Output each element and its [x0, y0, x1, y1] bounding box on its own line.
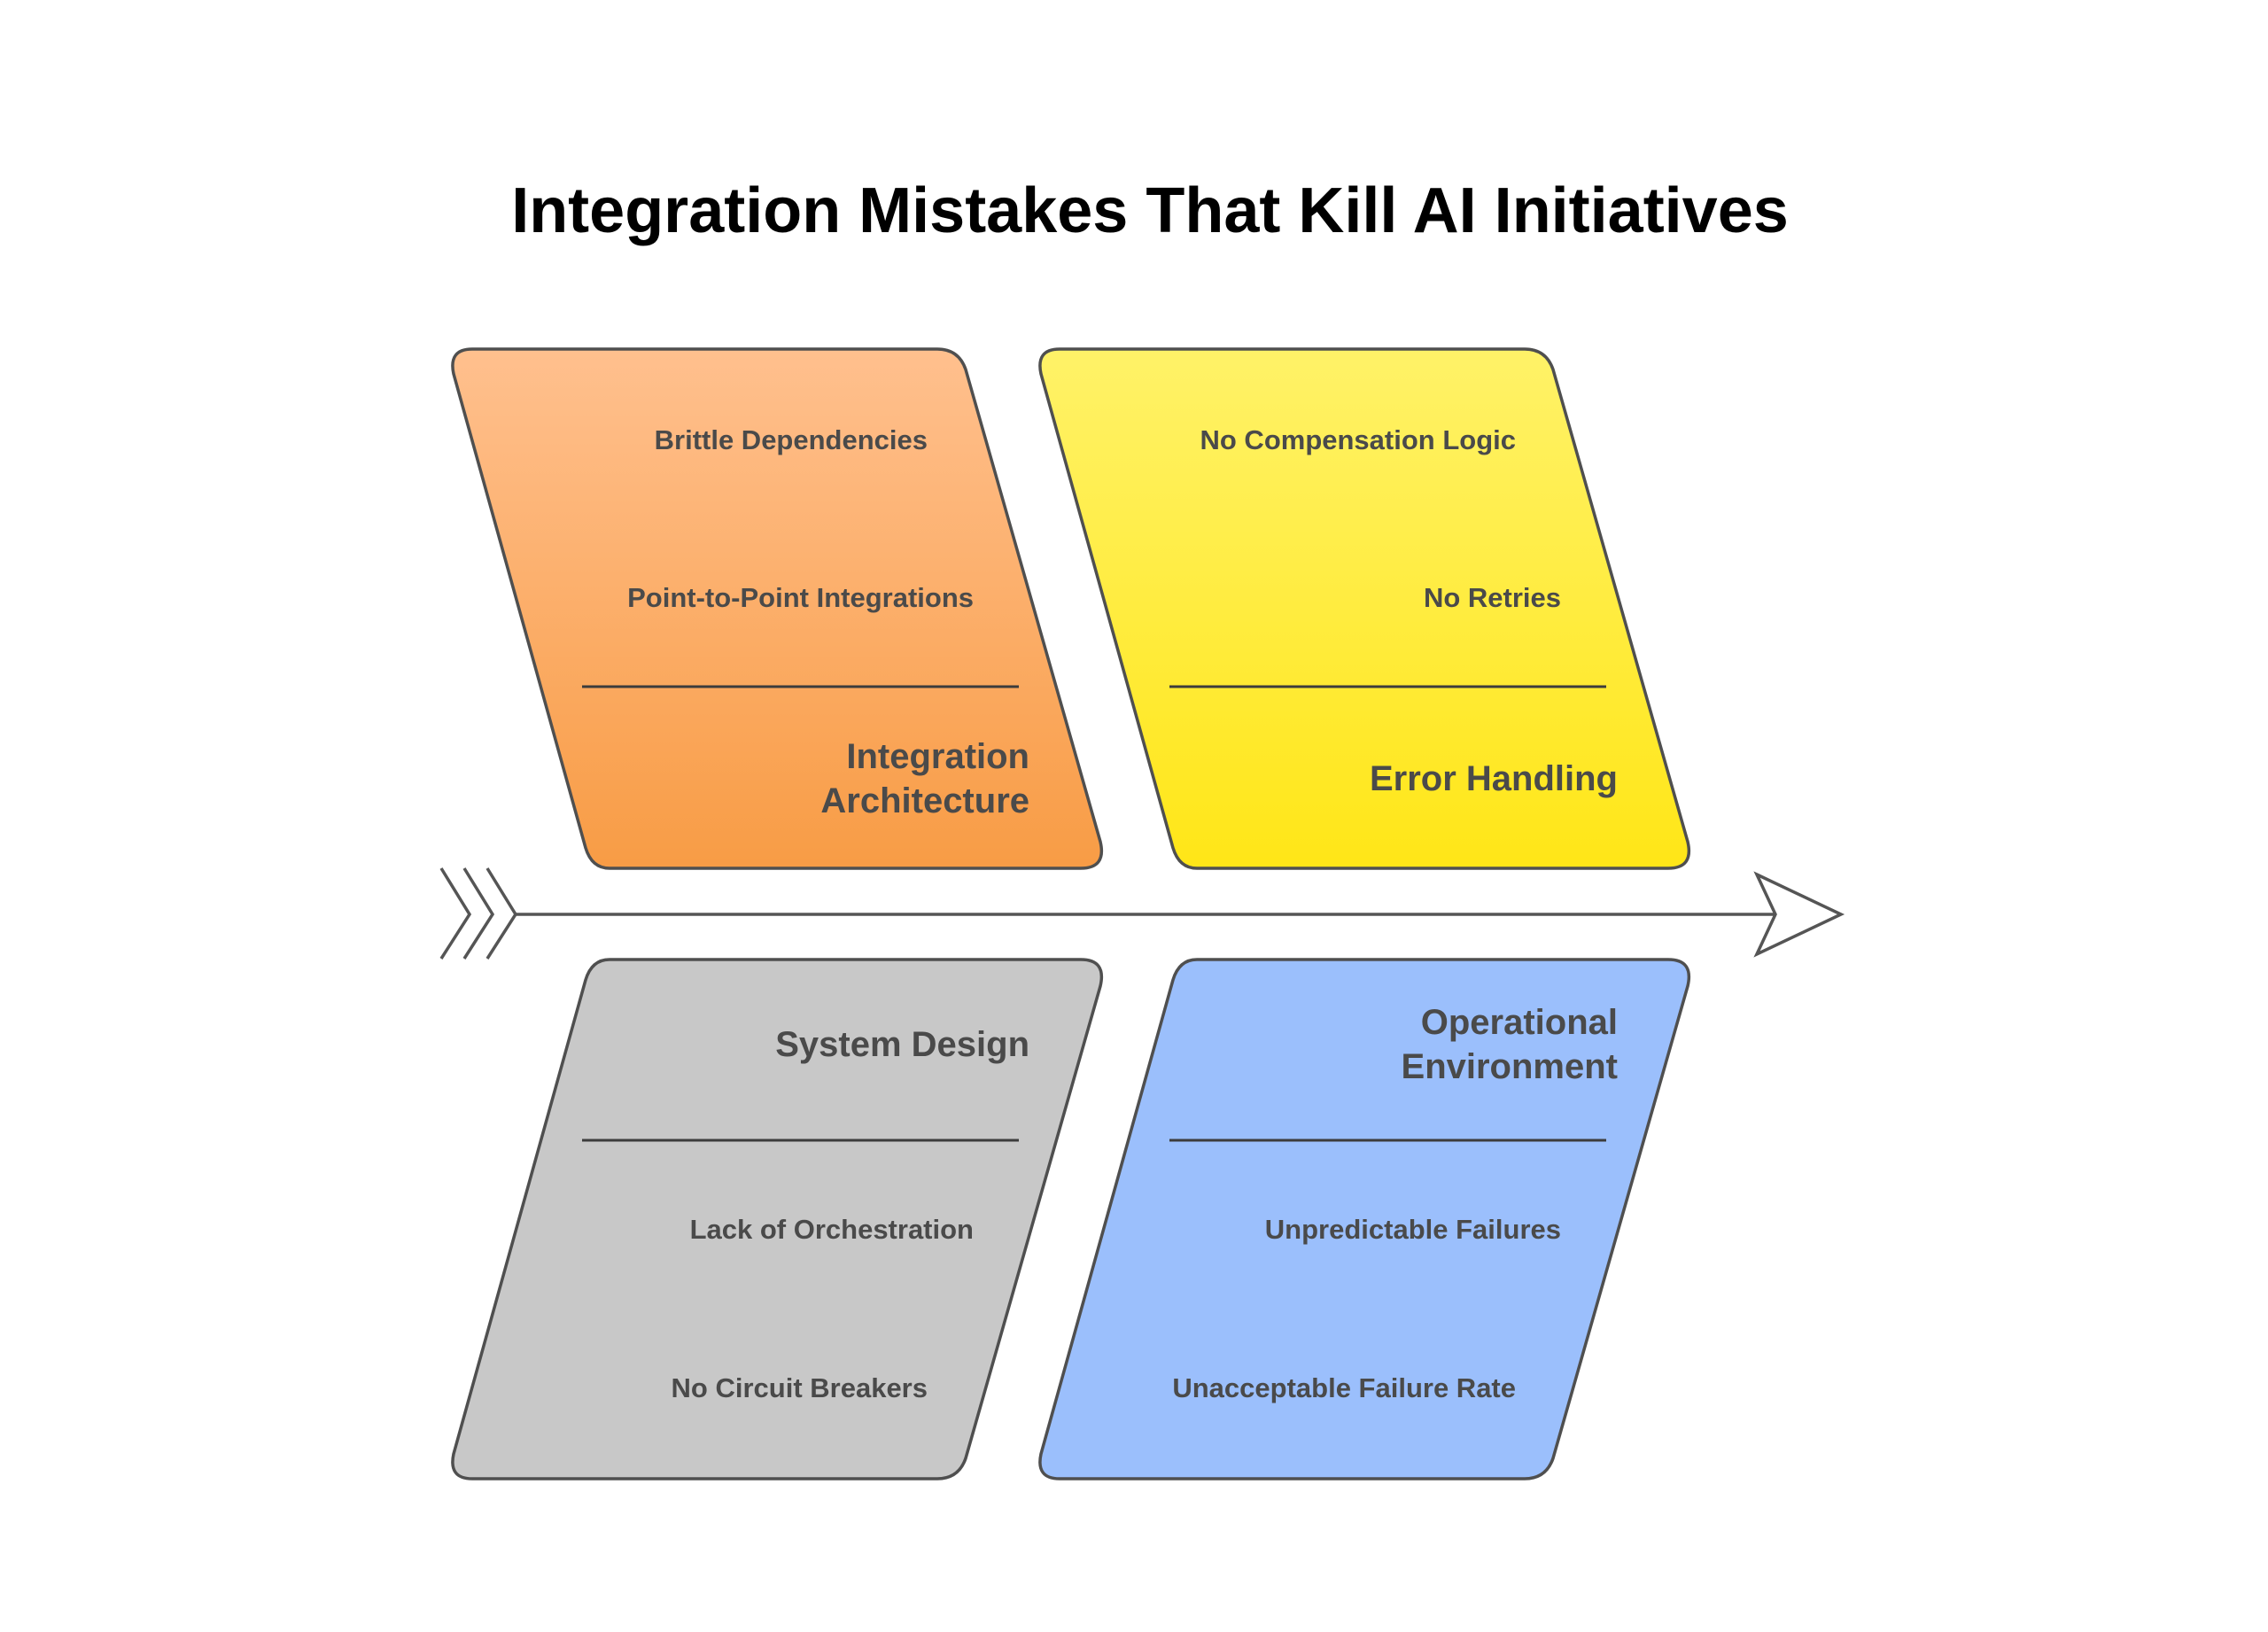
category-label: Environment	[1402, 1047, 1618, 1086]
panel-shape-error-handling	[1038, 347, 1690, 870]
cause-text: Brittle Dependencies	[655, 424, 928, 455]
cause-text: Unpredictable Failures	[1265, 1214, 1561, 1245]
category-panel-system-design: System Design Lack of Orchestration No C…	[451, 958, 1103, 1480]
cause-text: Point-to-Point Integrations	[627, 582, 974, 613]
category-label: System Design	[775, 1025, 1029, 1064]
panel-shape-integration-architecture	[451, 347, 1103, 870]
arrow-head-icon	[1753, 871, 1845, 958]
cause-text: Unacceptable Failure Rate	[1172, 1372, 1516, 1403]
cause-text: No Circuit Breakers	[672, 1372, 928, 1403]
cause-text: No Retries	[1424, 582, 1561, 613]
tail-chevron	[439, 867, 472, 960]
category-panel-operational-environment: Operational Environment Unpredictable Fa…	[1038, 958, 1690, 1480]
fishbone-spine	[439, 867, 1845, 960]
category-label: Error Handling	[1370, 759, 1618, 798]
category-label: Architecture	[820, 781, 1029, 820]
cause-text: No Compensation Logic	[1200, 424, 1517, 455]
panel-shape-system-design	[451, 958, 1103, 1480]
category-panel-error-handling: No Compensation Logic No Retries Error H…	[1038, 347, 1690, 870]
panel-shape-operational-environment	[1038, 958, 1690, 1480]
tail-chevron	[462, 867, 495, 960]
cause-text: Lack of Orchestration	[690, 1214, 974, 1245]
category-panel-integration-architecture: Brittle Dependencies Point-to-Point Inte…	[451, 347, 1103, 870]
diagram-title: Integration Mistakes That Kill AI Initia…	[511, 175, 1789, 246]
category-label: Operational	[1421, 1003, 1618, 1042]
category-label: Integration	[846, 737, 1029, 776]
tail-chevron	[485, 867, 518, 960]
